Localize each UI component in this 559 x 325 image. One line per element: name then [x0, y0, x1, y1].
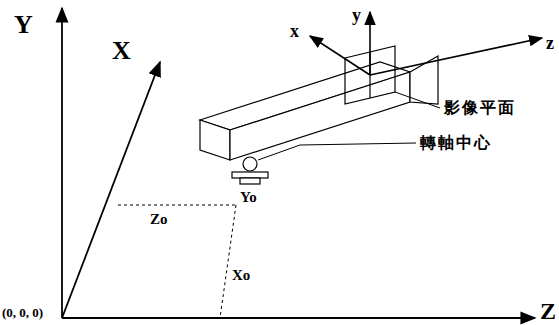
axis-label: X [112, 38, 131, 64]
offset-label: Yo [240, 190, 257, 205]
camera-axis-label: y [352, 6, 361, 24]
camera-z-axis [370, 38, 542, 75]
y-axis [61, 8, 63, 318]
camera [200, 46, 438, 160]
origin-label: (0, 0, 0) [2, 306, 43, 319]
part-name: 影像平面 [444, 100, 516, 116]
x-axis [62, 62, 160, 318]
offset-label: Zo [150, 212, 168, 227]
offset-label: Xo [232, 268, 250, 283]
axis-label: Z [540, 299, 556, 323]
camera-x-axis [310, 36, 370, 75]
camera-y-axis [369, 12, 371, 75]
axis-label: Y [14, 12, 33, 38]
leader-line [258, 143, 416, 160]
camera-axis-label: x [290, 22, 299, 40]
rotation-pivot [232, 157, 268, 184]
z-axis [62, 317, 535, 319]
leader-line [395, 92, 440, 108]
xo-dotted-line [220, 205, 236, 318]
part-name: 轉軸中心 [420, 135, 492, 151]
camera-axis-label: z [546, 34, 554, 52]
zo-dotted-line [118, 205, 236, 206]
